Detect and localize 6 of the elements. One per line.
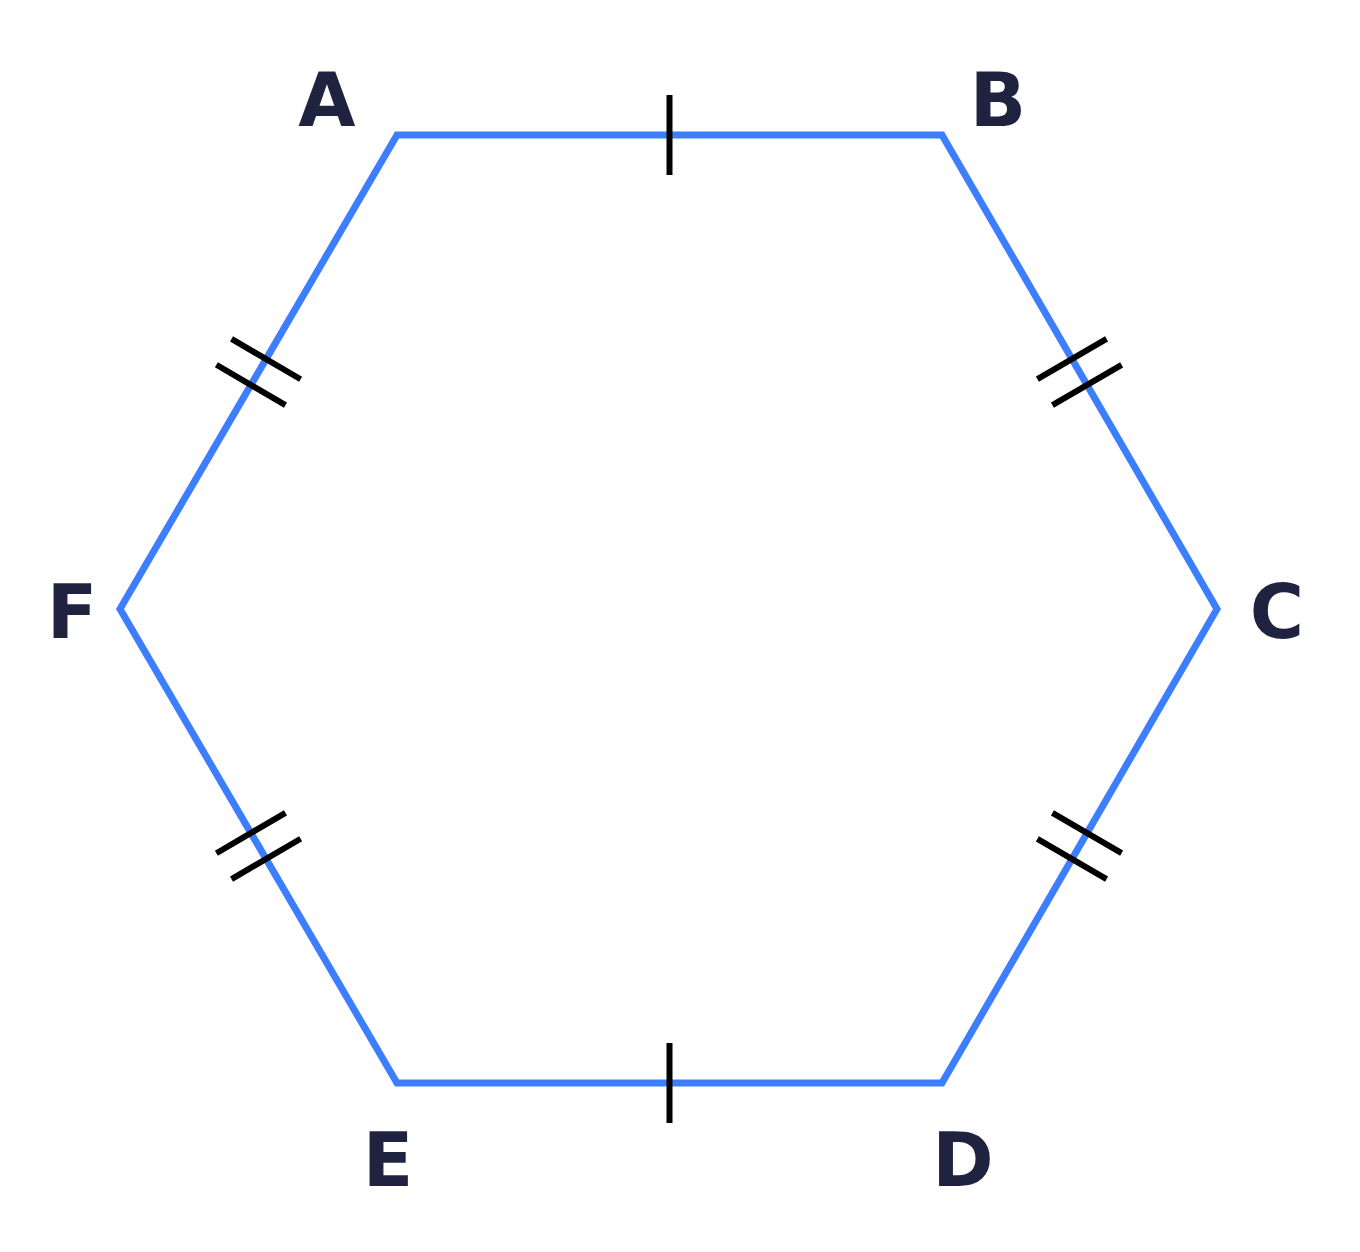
vertex-label: E [362,1123,414,1197]
vertex-label: D [932,1123,994,1197]
vertex-label: A [298,63,356,137]
vertex-label: F [46,575,98,649]
vertex-label: B [969,63,1027,137]
vertex-label: C [1249,575,1305,649]
